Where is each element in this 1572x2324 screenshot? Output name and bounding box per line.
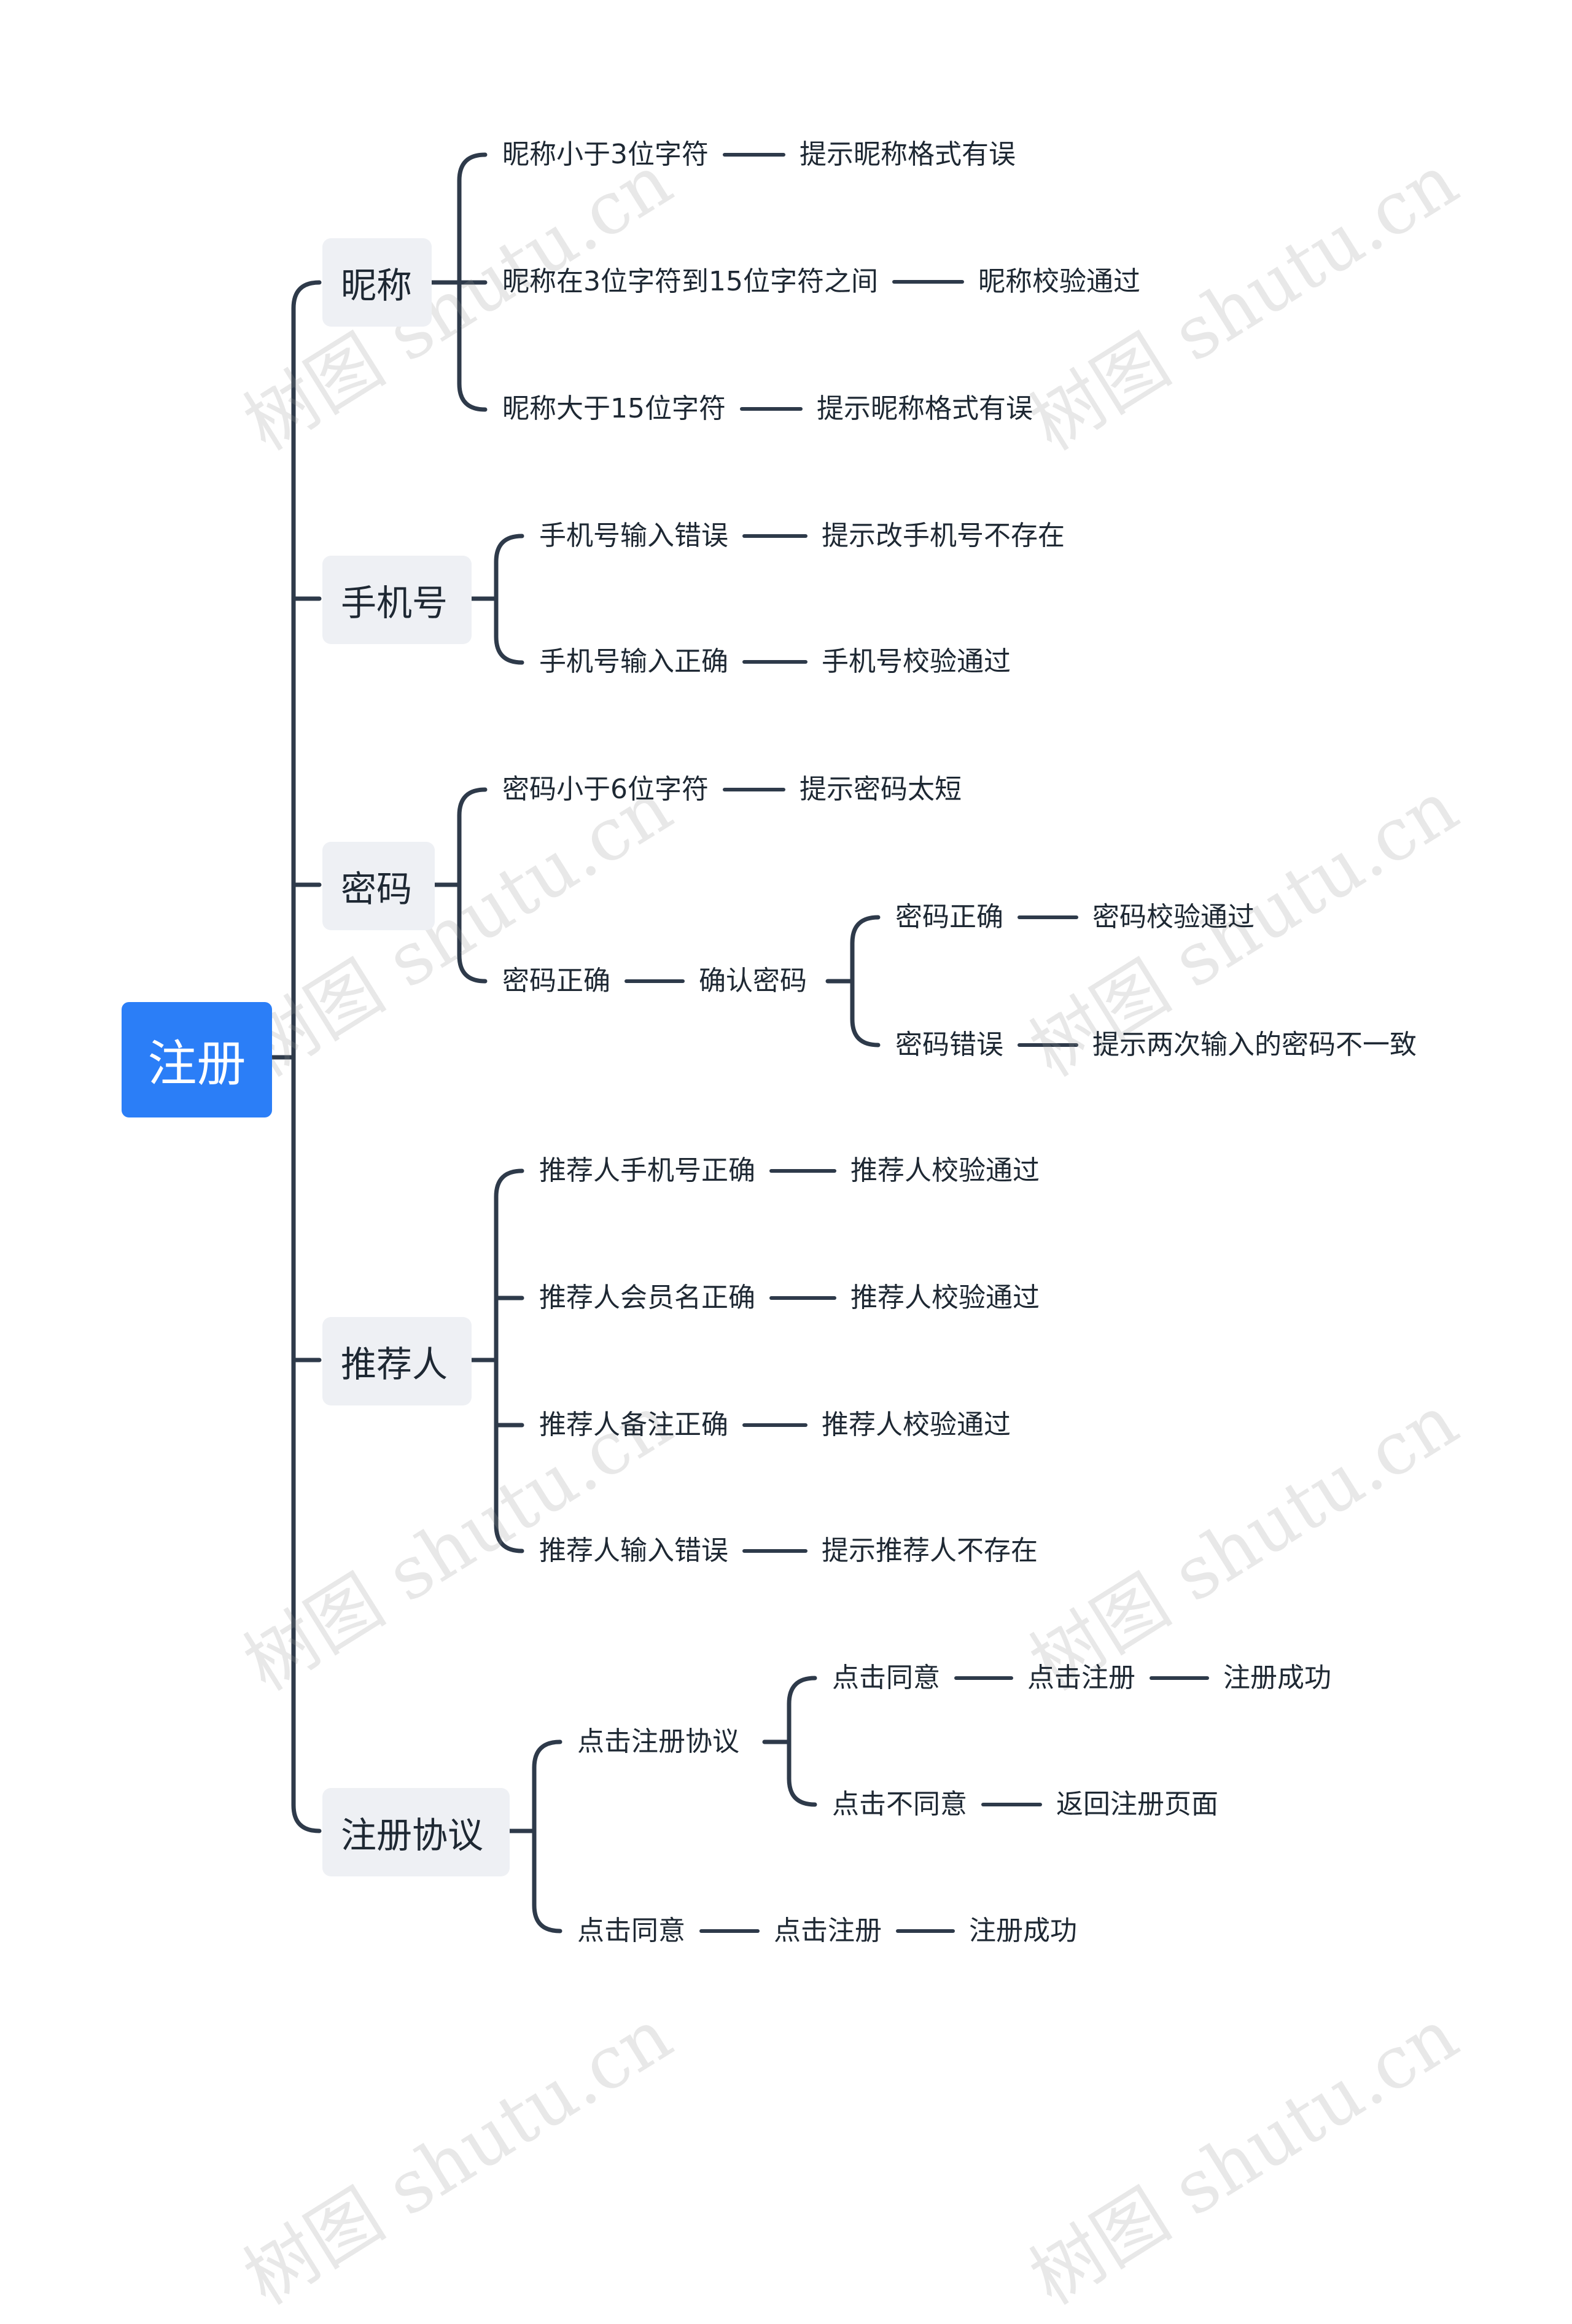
- leaf-node[interactable]: 密码正确: [895, 901, 1003, 933]
- leaf-node[interactable]: 昵称在3位字符到15位字符之间: [502, 266, 878, 297]
- branch-node-phone[interactable]: 手机号: [322, 556, 472, 644]
- leaf-node[interactable]: 点击同意: [577, 1915, 685, 1946]
- leaf-node[interactable]: 点击注册: [774, 1915, 882, 1946]
- leaf-node[interactable]: 注册成功: [1223, 1662, 1331, 1693]
- branch-label: 手机号: [341, 582, 448, 624]
- leaf-node[interactable]: 注册成功: [969, 1915, 1077, 1946]
- leaf-node[interactable]: 提示改手机号不存在: [822, 520, 1065, 551]
- leaf-node[interactable]: 提示昵称格式有误: [817, 393, 1033, 424]
- connector-lines: [270, 152, 1209, 1933]
- leaf-node[interactable]: 确认密码: [699, 965, 807, 997]
- leaf-node[interactable]: 手机号输入错误: [539, 520, 728, 551]
- leaf-node[interactable]: 密码校验通过: [1092, 901, 1255, 933]
- leaf-node[interactable]: 昵称大于15位字符: [502, 393, 726, 424]
- leaf-node[interactable]: 密码小于6位字符: [502, 774, 709, 805]
- leaf-node[interactable]: 手机号校验通过: [822, 646, 1011, 677]
- branch-label: 昵称: [341, 265, 413, 306]
- leaf-node[interactable]: 提示昵称格式有误: [800, 139, 1016, 170]
- leaf-node[interactable]: 密码错误: [895, 1029, 1003, 1060]
- branch-node-password[interactable]: 密码: [322, 842, 435, 930]
- leaf-node[interactable]: 推荐人校验通过: [850, 1282, 1040, 1313]
- leaf-node[interactable]: 推荐人手机号正确: [539, 1155, 755, 1186]
- branch-label: 密码: [341, 868, 413, 910]
- root-node[interactable]: 注册: [122, 1002, 272, 1117]
- leaf-node[interactable]: 密码正确: [502, 965, 610, 997]
- leaf-node[interactable]: 返回注册页面: [1056, 1789, 1218, 1820]
- branch-node-agreement[interactable]: 注册协议: [322, 1788, 510, 1876]
- leaf-node[interactable]: 提示密码太短: [800, 774, 962, 805]
- leaf-node[interactable]: 推荐人校验通过: [850, 1155, 1040, 1186]
- leaf-node[interactable]: 手机号输入正确: [539, 646, 728, 677]
- leaf-node[interactable]: 推荐人校验通过: [822, 1409, 1011, 1440]
- branch-label: 注册协议: [341, 1814, 484, 1856]
- leaf-node[interactable]: 点击不同意: [832, 1789, 967, 1820]
- leaf-node[interactable]: 点击同意: [832, 1662, 940, 1693]
- branch-node-nickname[interactable]: 昵称: [322, 238, 432, 327]
- leaf-node[interactable]: 提示两次输入的密码不一致: [1092, 1029, 1417, 1060]
- root-label: 注册: [147, 1035, 246, 1092]
- leaf-node[interactable]: 推荐人输入错误: [539, 1535, 728, 1566]
- branch-label: 推荐人: [341, 1343, 448, 1385]
- leaf-node[interactable]: 点击注册: [1027, 1662, 1135, 1693]
- leaf-node[interactable]: 点击注册协议: [577, 1726, 739, 1757]
- leaf-node[interactable]: 提示推荐人不存在: [822, 1535, 1038, 1566]
- branch-node-referrer[interactable]: 推荐人: [322, 1317, 472, 1405]
- leaf-node[interactable]: 昵称小于3位字符: [502, 139, 709, 170]
- leaf-node[interactable]: 昵称校验通过: [978, 266, 1140, 297]
- leaf-node[interactable]: 推荐人会员名正确: [539, 1282, 755, 1313]
- leaf-node[interactable]: 推荐人备注正确: [539, 1409, 728, 1440]
